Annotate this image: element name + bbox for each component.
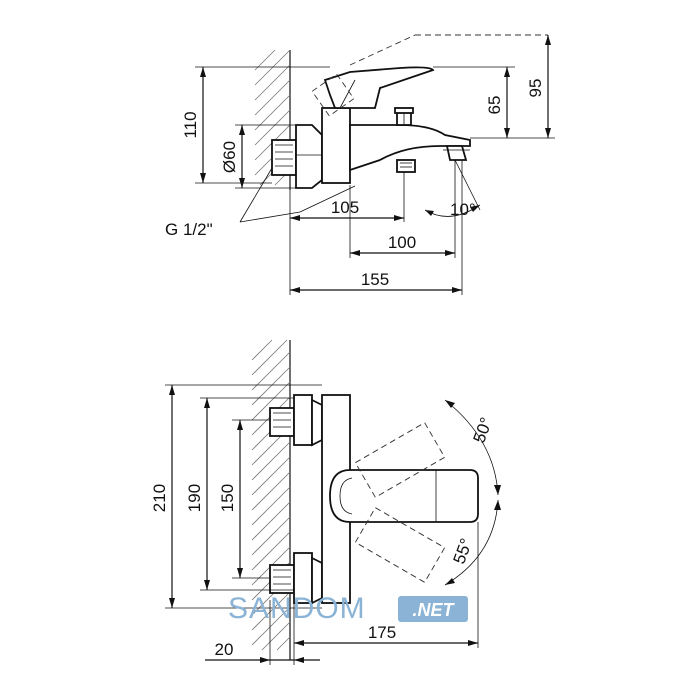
dim-155: 155 — [361, 270, 389, 289]
front-lever-ghosts — [354, 422, 446, 583]
dim-95: 95 — [526, 79, 545, 98]
dim-20: 20 — [215, 640, 234, 659]
side-view: 65 95 110 Ø60 G 1/2" — [165, 34, 555, 295]
dim-175: 175 — [368, 623, 396, 642]
dim-angle-10: 10° — [450, 200, 476, 219]
watermark-logo: SANDOM .NET — [228, 592, 468, 625]
dim-110: 110 — [181, 111, 200, 138]
side-mixer-body — [321, 107, 471, 184]
dim-thread-g12: G 1/2" — [165, 220, 213, 239]
dim-190: 190 — [185, 484, 204, 512]
front-lower-fitting — [269, 552, 323, 605]
dim-100: 100 — [388, 233, 416, 252]
front-dims-left: 210 190 150 — [150, 384, 322, 609]
side-angle-10: 10° — [424, 159, 481, 219]
side-dims-right: 65 95 — [433, 35, 555, 139]
dim-65: 65 — [485, 96, 504, 115]
watermark-brand: SANDOM — [228, 592, 366, 625]
dim-150: 150 — [218, 484, 237, 512]
front-dims-bottom: 175 20 — [205, 522, 479, 665]
dim-diameter-60: Ø60 — [220, 141, 239, 173]
side-dims-left: 110 Ø60 — [181, 66, 330, 189]
front-mixer-body — [321, 394, 479, 604]
dim-210: 210 — [150, 484, 169, 512]
dim-angle-50: 50° — [470, 415, 497, 446]
dim-angle-55: 55° — [450, 536, 477, 567]
dim-105: 105 — [331, 198, 359, 217]
front-wall-hatch — [251, 339, 291, 660]
side-inlet-fitting — [271, 124, 323, 189]
watermark-badge — [398, 596, 468, 622]
front-upper-fitting — [269, 394, 323, 447]
watermark-suffix: .NET — [412, 600, 455, 620]
side-lever-handle — [311, 34, 548, 117]
side-dims-bottom: 105 100 155 — [289, 160, 463, 295]
